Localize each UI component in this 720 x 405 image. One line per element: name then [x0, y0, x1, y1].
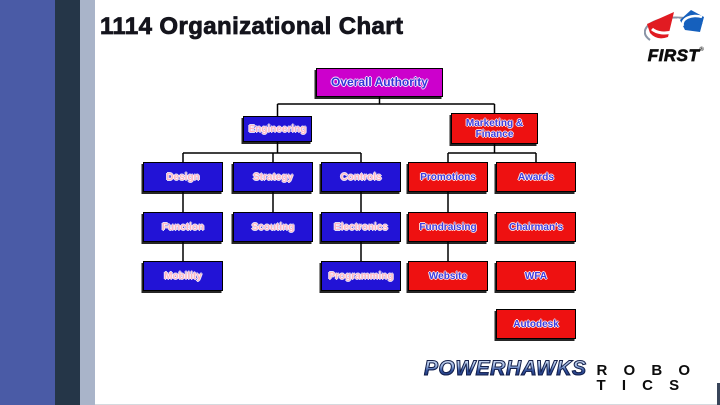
org-box-strategy: Strategy — [233, 162, 313, 192]
page-title: 1114 Organizational Chart — [100, 13, 404, 41]
org-box-mobility: Mobility — [143, 261, 223, 291]
powerhawks-logo: POWERHAWKS R O B O T I C S — [424, 357, 720, 394]
org-box-website: Website — [408, 261, 488, 291]
robotics-wordmark: R O B O T I C S — [596, 362, 697, 394]
first-logo: FIRST® — [640, 8, 712, 64]
org-box-scouting: Scouting — [233, 212, 313, 242]
org-box-autodesk: Autodesk — [496, 309, 576, 339]
org-box-marketing-finance: Marketing & Finance — [451, 113, 538, 144]
powerhawks-wordmark: POWERHAWKS — [424, 357, 587, 380]
first-logo-text: FIRST® — [647, 46, 705, 65]
org-box-wfa: WFA — [496, 261, 576, 291]
org-box-engineering: Engineering — [243, 116, 312, 142]
registered-mark: ® — [699, 47, 705, 53]
org-box-promotions: Promotions — [408, 162, 488, 192]
org-box-electronics: Electronics — [321, 212, 401, 242]
org-box-awards: Awards — [496, 162, 576, 192]
org-box-chairmans: Chairman's — [496, 212, 576, 242]
org-box-programming: Programming — [321, 261, 401, 291]
left-strip-light — [80, 0, 95, 405]
first-logo-mark — [643, 10, 704, 41]
org-box-fundraising: Fundraising — [408, 212, 488, 242]
left-strip-blue — [0, 0, 55, 405]
first-red-shape — [647, 12, 674, 39]
org-box-function: Function — [143, 212, 223, 242]
slide-edge-shadow — [717, 383, 720, 405]
org-box-design: Design — [143, 162, 223, 192]
org-box-overall-authority: Overall Authority — [316, 68, 443, 97]
org-box-controls: Controls — [321, 162, 401, 192]
left-strip-navy — [55, 0, 80, 405]
